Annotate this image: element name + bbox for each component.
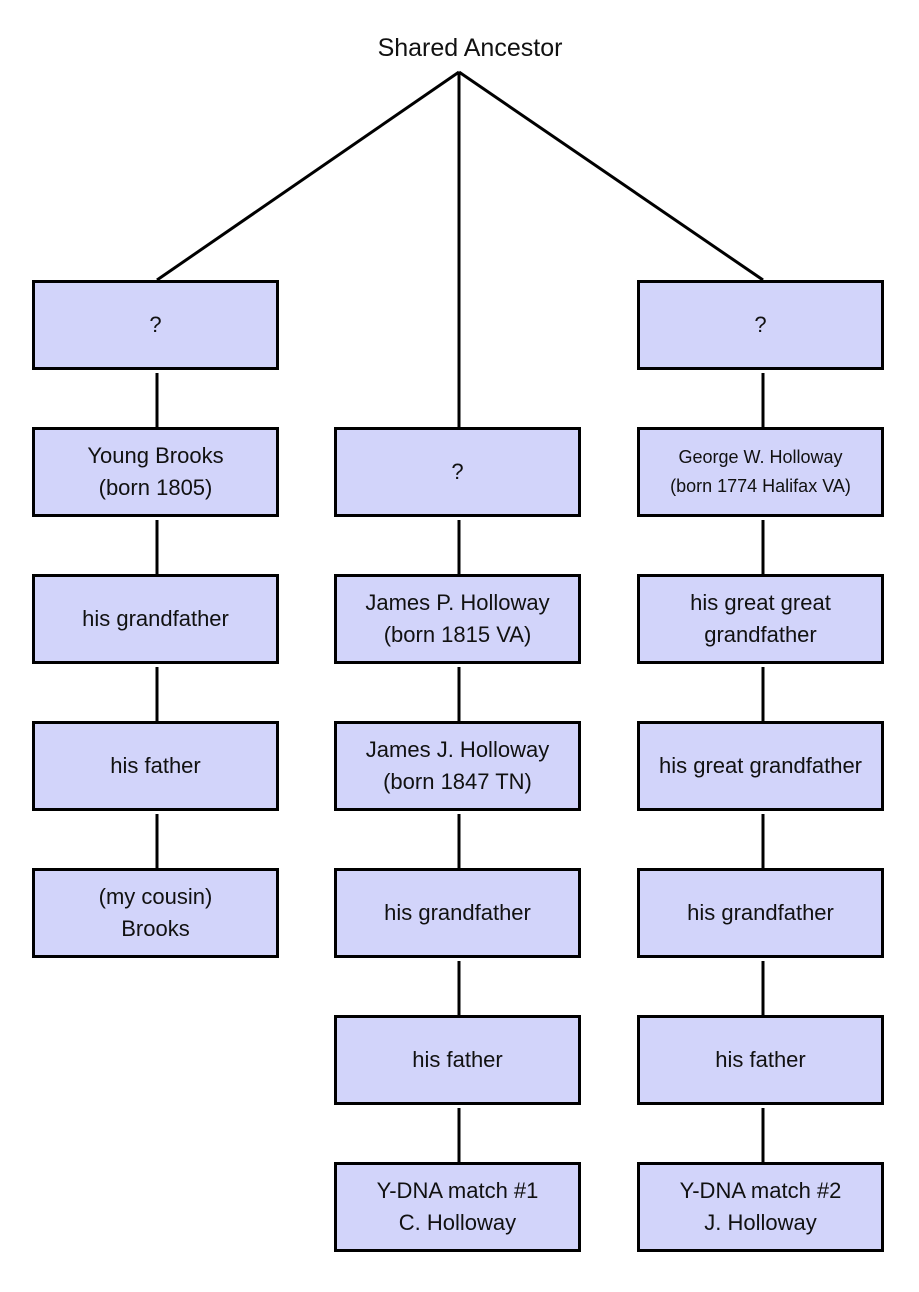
right-node-father: his father (637, 1015, 884, 1105)
middle-node-ydna-match-1: Y-DNA match #1 C. Holloway (334, 1162, 581, 1252)
right-node-father-text: his father (715, 1047, 806, 1072)
right-node-grandfather-text: his grandfather (687, 900, 834, 925)
right-node-george-w-holloway-text: George W. Holloway (born 1774 Halifax VA… (670, 447, 851, 496)
left-node-cousin-brooks-text: (my cousin) Brooks (98, 884, 213, 941)
middle-node-grandfather: his grandfather (334, 868, 581, 958)
left-node-father-text: his father (110, 753, 201, 778)
left-node-unknown: ? (32, 280, 279, 370)
middle-node-father-text: his father (412, 1047, 503, 1072)
middle-node-james-p-holloway-text: James P. Holloway (born 1815 VA) (365, 590, 550, 647)
shared-ancestor-label: Shared Ancestor (377, 34, 563, 62)
right-node-ydna-match-2-text: Y-DNA match #2 J. Holloway (679, 1178, 842, 1235)
middle-node-james-p-holloway: James P. Holloway (born 1815 VA) (334, 574, 581, 664)
left-node-unknown-text: ? (149, 312, 162, 337)
middle-node-unknown-text: ? (451, 459, 464, 484)
middle-node-james-j-holloway: James J. Holloway (born 1847 TN) (334, 721, 581, 811)
middle-node-ydna-match-1-text: Y-DNA match #1 C. Holloway (376, 1178, 539, 1235)
left-node-grandfather-text: his grandfather (82, 606, 229, 631)
edge-root-to-left (156, 70, 460, 282)
right-node-ydna-match-2: Y-DNA match #2 J. Holloway (637, 1162, 884, 1252)
right-node-great-great-grandfather: his great great grandfather (637, 574, 884, 664)
edge-root-to-right (458, 70, 764, 282)
right-node-great-grandfather-text: his great grandfather (658, 753, 863, 778)
middle-node-unknown: ? (334, 427, 581, 517)
right-node-great-great-grandfather-text: his great great grandfather (690, 590, 831, 647)
right-node-great-grandfather: his great grandfather (637, 721, 884, 811)
right-node-george-w-holloway: George W. Holloway (born 1774 Halifax VA… (637, 427, 884, 517)
middle-node-james-j-holloway-text: James J. Holloway (born 1847 TN) (365, 737, 550, 794)
right-node-grandfather: his grandfather (637, 868, 884, 958)
right-node-unknown-text: ? (754, 312, 767, 337)
middle-node-father: his father (334, 1015, 581, 1105)
right-node-unknown: ? (637, 280, 884, 370)
middle-node-grandfather-text: his grandfather (384, 900, 531, 925)
left-node-young-brooks-text: Young Brooks (born 1805) (87, 443, 224, 500)
left-node-father: his father (32, 721, 279, 811)
left-node-young-brooks: Young Brooks (born 1805) (32, 427, 279, 517)
left-node-cousin-brooks: (my cousin) Brooks (32, 868, 279, 958)
left-node-grandfather: his grandfather (32, 574, 279, 664)
